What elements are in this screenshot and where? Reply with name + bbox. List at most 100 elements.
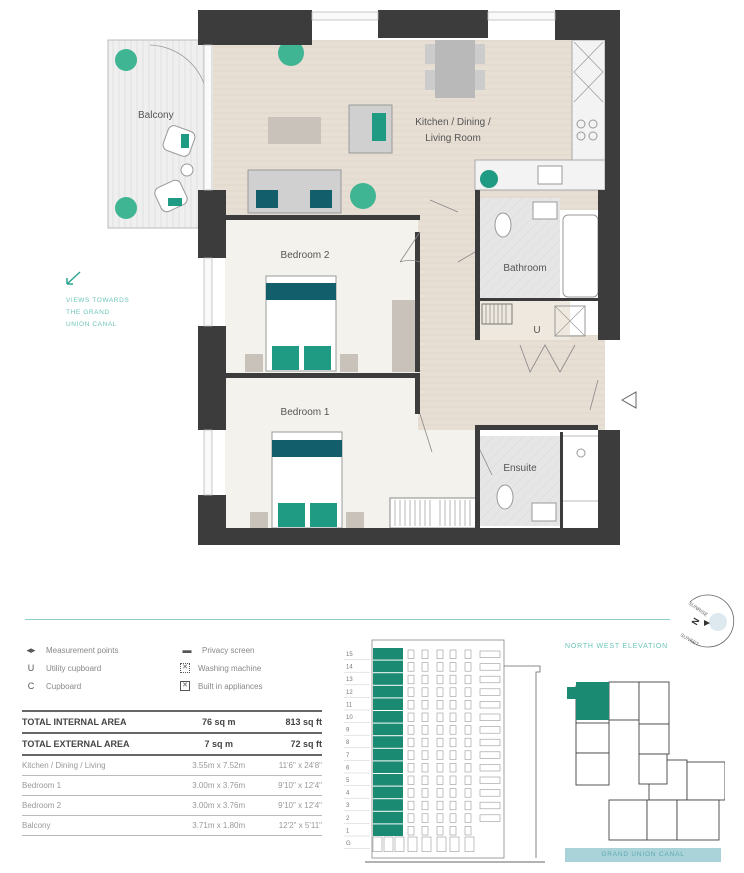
window: [436, 763, 444, 773]
views-note-line: UNION CANAL: [66, 321, 117, 328]
window: [407, 813, 415, 823]
washing-machine-icon: ✕: [180, 663, 190, 673]
divider-line: [25, 619, 670, 620]
views-note-line: THE GRAND: [66, 309, 110, 316]
legend-label: Utility cupboard: [46, 663, 102, 673]
floor-plan: Balcony Kitchen / Dining / Living Room B…: [66, 10, 637, 545]
floor-label: 3: [346, 803, 350, 809]
window: [464, 775, 472, 785]
toilet-icon: [494, 212, 512, 238]
window: [464, 725, 472, 735]
window: [407, 763, 415, 773]
window: [407, 674, 415, 685]
window: [407, 800, 415, 811]
window: [449, 763, 457, 773]
ground-floor-bay: [407, 836, 418, 852]
chair-icon: [162, 125, 196, 157]
floor-label: 7: [346, 753, 350, 759]
ground-floor-bay: [449, 836, 460, 852]
key-plan: [567, 681, 725, 841]
legend-symbol: C: [27, 681, 35, 691]
highlighted-floor: [373, 761, 403, 773]
window: [464, 662, 472, 672]
window: [449, 813, 457, 823]
balcony-mark: [479, 726, 501, 734]
room-label-utility: U: [533, 325, 540, 336]
window: [421, 800, 429, 811]
window: [464, 788, 472, 798]
floor-label: 2: [346, 816, 350, 822]
window: [421, 712, 429, 722]
window: [449, 737, 457, 748]
keyplan-title: NORTH WEST ELEVATION: [565, 643, 668, 650]
window: [464, 737, 472, 748]
window: [449, 775, 457, 785]
compass-sunset: SUNSET: [679, 633, 700, 648]
window: [407, 662, 415, 672]
balcony-mark: [479, 713, 501, 721]
room-label-bathroom: Bathroom: [503, 263, 546, 274]
window: [421, 674, 429, 685]
room-label-balcony: Balcony: [138, 110, 174, 121]
floor-label: 8: [346, 740, 350, 746]
basin-icon: [531, 502, 557, 522]
compass-north: N: [690, 616, 702, 627]
window: [421, 737, 429, 748]
window: [407, 750, 415, 760]
window: [421, 725, 429, 735]
plant-icon: [115, 197, 137, 219]
window: [449, 788, 457, 798]
ground-floor-bay: [394, 836, 405, 852]
window: [421, 775, 429, 785]
plant-icon: [480, 170, 498, 188]
floor-label: 5: [346, 778, 350, 784]
bathtub-icon: [562, 214, 599, 298]
window: [464, 800, 472, 811]
balcony-mark: [479, 751, 501, 759]
window: [436, 788, 444, 798]
window: [449, 687, 457, 697]
room-label-bedroom-2: Bedroom 2: [281, 250, 330, 261]
room-label-living: Living Room: [425, 133, 481, 144]
highlighted-floor: [373, 811, 403, 824]
building-outline: [371, 639, 505, 859]
floor-label: 12: [346, 690, 353, 696]
walls: [198, 10, 620, 545]
window: [421, 687, 429, 697]
balcony-mark: [479, 650, 501, 658]
window: [449, 826, 457, 836]
views-note-line: VIEWS TOWARDS: [66, 297, 129, 304]
highlighted-floor: [373, 698, 403, 710]
window: [421, 700, 429, 710]
legend-symbol: U: [27, 663, 35, 673]
window: [421, 662, 429, 672]
sink-icon: [537, 165, 563, 185]
room-label-bedroom-1: Bedroom 1: [281, 407, 330, 418]
window: [464, 712, 472, 722]
window: [436, 775, 444, 785]
ground-floor-bay: [421, 836, 432, 852]
highlighted-floor: [373, 648, 403, 660]
legend-label: Cupboard: [46, 681, 82, 691]
window: [436, 725, 444, 735]
window: [421, 763, 429, 773]
window: [407, 687, 415, 697]
balcony-mark: [479, 801, 501, 810]
highlighted-floor: [373, 824, 403, 836]
window: [407, 737, 415, 748]
window: [464, 826, 472, 836]
balcony-mark: [479, 814, 501, 822]
window: [449, 674, 457, 685]
window: [464, 649, 472, 659]
ground-floor-bay: [383, 836, 394, 852]
balcony-mark: [479, 701, 501, 709]
entrance-arrow-icon: [620, 391, 637, 409]
side-table-icon: [180, 163, 194, 177]
basin-icon: [532, 201, 558, 220]
